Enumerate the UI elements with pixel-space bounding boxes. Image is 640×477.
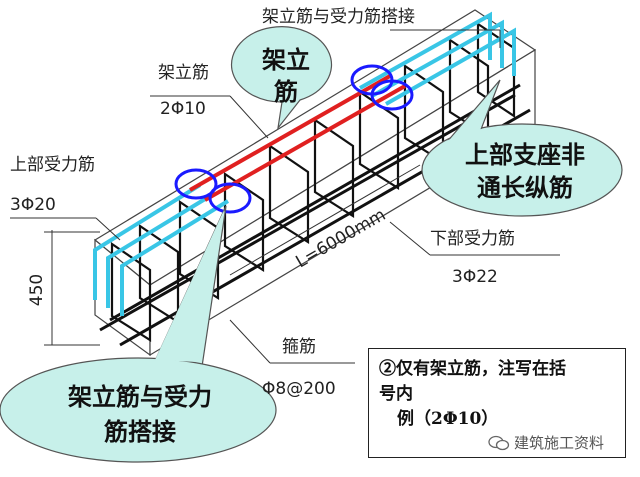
label-bottom-bar-spec: 3Φ22 (452, 267, 498, 287)
watermark-text: 建筑施工资料 (514, 434, 605, 452)
label-top-bar-spec: 3Φ20 (10, 195, 56, 215)
bubble-erection-line1: 架立 (262, 46, 310, 74)
label-stirrup-spec: Φ8@200 (262, 379, 336, 399)
erection-bars (189, 74, 406, 202)
label-stirrup: 箍筋 (282, 337, 316, 357)
bubble-lap: 架立筋与受力 筋搭接 (0, 205, 277, 463)
label-bottom-bar: 下部受力筋 (430, 229, 515, 249)
label-top-lap: 架立筋与受力筋搭接 (262, 7, 415, 27)
label-top-bar: 上部受力筋 (10, 155, 95, 175)
leader-lines (10, 29, 560, 364)
bubble-lap-line2: 筋搭接 (103, 418, 176, 446)
bubble-erection-line2: 筋 (273, 78, 298, 106)
wechat-icon (488, 435, 510, 450)
top-bars (93, 11, 516, 316)
bubble-support-line1: 上部支座非 (465, 141, 585, 169)
watermark: 建筑施工资料 (488, 432, 604, 453)
label-erection-bar-spec: 2Φ10 (160, 99, 206, 119)
label-height: 450 (27, 274, 47, 306)
note-box: ②仅有架立筋，注写在括 号内 例（2Φ10） (368, 348, 626, 458)
label-erection-bar: 架立筋 (158, 63, 209, 83)
note-line-3: 例（2Φ10） (397, 409, 499, 429)
note-line-2: 号内 (379, 384, 413, 404)
bubble-erection: 架立 筋 (230, 26, 333, 131)
bubble-support-line2: 通长纵筋 (477, 174, 573, 202)
lap-circles (174, 64, 414, 214)
bubble-lap-line1: 架立筋与受力 (68, 383, 212, 411)
bubble-support: 上部支座非 通长纵筋 (421, 79, 623, 217)
note-line-1: ②仅有架立筋，注写在括 (379, 359, 566, 379)
